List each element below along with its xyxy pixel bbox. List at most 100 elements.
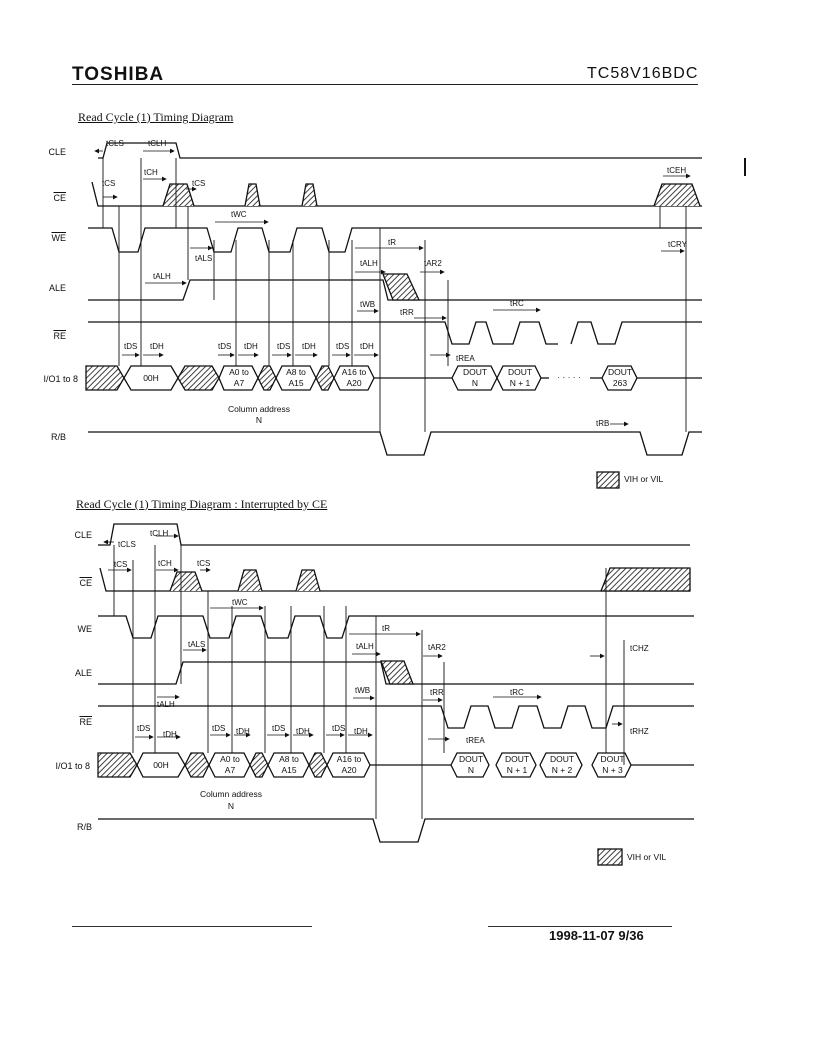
d1-label-twb: tWB (360, 300, 376, 309)
d1-label-tcls: tCLS (106, 139, 124, 148)
d1-label-tals: tALS (195, 254, 213, 263)
d1-label-tceh: tCEH (667, 166, 687, 175)
d1-cell-a0: A0 to (229, 367, 249, 377)
d1-cell-a15: A15 (288, 378, 304, 388)
d2-cell-dout-n-label: DOUT (458, 754, 484, 764)
d2-ale-hatch (380, 660, 414, 685)
d2-cell-dout-n3-label: DOUT (600, 754, 625, 764)
d1-cell-dout-263-index: 263 (612, 378, 628, 388)
d2-ce-hatch-end (600, 567, 691, 592)
footer-date-page: 1998-11-07 9/36 (549, 928, 644, 943)
d1-io-hatch-2 (177, 365, 220, 391)
d2-cell-a15: A15 (281, 765, 297, 775)
d1-label-tcry: tCRY (668, 240, 687, 249)
d2-label-tds-1: tDS (137, 724, 151, 733)
d1-legend-label: VIH or VIL (624, 474, 664, 484)
d1-re-waveform-tail (570, 321, 702, 345)
diagram2-title: Read Cycle (1) Timing Diagram : Interrup… (76, 497, 328, 511)
d1-io-hatch-3 (257, 365, 277, 391)
d1-label-tds-3: tDS (277, 342, 291, 351)
d2-label-tcs-a: tCS (114, 560, 128, 569)
d2-we-waveform (98, 615, 694, 639)
d2-cell-dout-n1-label: DOUT (504, 754, 530, 764)
d1-label-tar2: tAR2 (424, 259, 442, 268)
d1-ce-waveform (91, 181, 702, 207)
d2-signal-rb: R/B (76, 822, 92, 832)
d2-label-tr: tR (382, 624, 390, 633)
d1-signal-io: I/O1 to 8 (43, 374, 78, 384)
d2-label-twc: tWC (232, 598, 248, 607)
brand-logo: TOSHIBA (72, 64, 165, 85)
d2-label-tals: tALS (188, 640, 206, 649)
d1-cell-dout-n-label: DOUT (462, 367, 488, 377)
d2-label-tds-2: tDS (212, 724, 226, 733)
footer-rule-left (72, 926, 312, 927)
d1-rb-waveform (88, 431, 702, 456)
header-rule (72, 84, 698, 85)
d2-label-tds-3: tDS (272, 724, 286, 733)
d2-cell-a8: A8 to (279, 754, 299, 764)
d2-signal-io: I/O1 to 8 (55, 761, 90, 771)
d1-cell-cmd: 00H (143, 373, 159, 383)
d1-label-trc: tRC (510, 299, 524, 308)
d2-signal-re: RE (79, 717, 92, 727)
d1-label-tds-2: tDS (218, 342, 232, 351)
d1-label-trea: tREA (456, 354, 475, 363)
d2-ale-waveform (98, 661, 694, 685)
d1-signal-ale: ALE (48, 283, 66, 293)
d2-cell-dout-n-index: N (467, 765, 475, 775)
part-number: TC58V16BDC (587, 65, 699, 82)
d1-column-n: N (255, 415, 263, 425)
d1-signal-re: RE (53, 331, 66, 341)
d1-ce-pulse-1 (244, 183, 261, 207)
d1-label-tdh-2: tDH (244, 342, 258, 351)
d2-label-tcs: tCS (197, 559, 211, 568)
d2-io-cell-dout-n1 (495, 752, 537, 778)
d2-legend-swatch (597, 848, 623, 866)
d1-label-tcs-a: tCS (102, 179, 116, 188)
d2-label-twb: tWB (355, 686, 371, 695)
d1-label-tdh-3: tDH (302, 342, 316, 351)
d2-label-tdh-4: tDH (354, 727, 368, 736)
d2-rb-waveform (98, 818, 694, 843)
d1-label-talh: tALH (153, 272, 171, 281)
d1-legend-swatch (596, 471, 620, 489)
d2-label-tdh-3: tDH (296, 727, 310, 736)
d2-label-trr: tRR (430, 688, 444, 697)
d2-cle-waveform (98, 523, 690, 546)
d2-label-trea: tREA (466, 736, 485, 745)
d2-cell-a0: A0 to (220, 754, 240, 764)
d1-label-tdh-1: tDH (150, 342, 164, 351)
d2-io-lead-hatch (97, 752, 138, 778)
d2-ce-pulse-1 (169, 571, 203, 592)
d1-column-address: Column address (228, 404, 290, 414)
d2-label-tclh: tCLH (150, 529, 169, 538)
d2-ce-pulse-3 (295, 569, 321, 592)
d2-cell-a7: A7 (224, 765, 236, 775)
d1-cell-dots: · · · · · (557, 372, 581, 382)
d1-re-waveform (88, 321, 558, 345)
d1-label-tdh-4: tDH (360, 342, 374, 351)
d2-ce-pulse-2 (237, 569, 263, 592)
d1-cell-a20: A20 (346, 378, 362, 388)
d1-label-trb: tRB (596, 419, 610, 428)
d1-signal-ce: CE (53, 193, 66, 203)
d1-ce-pulse-3 (162, 183, 195, 207)
d2-label-talh2: tALH (356, 642, 374, 651)
d1-label-tds-1: tDS (124, 342, 138, 351)
revision-bar (744, 158, 746, 176)
d1-label-trr: tRR (400, 308, 414, 317)
d1-label-talh2: tALH (360, 259, 378, 268)
d1-ale-waveform (88, 279, 702, 301)
d2-legend-label: VIH or VIL (627, 852, 667, 862)
d1-we-waveform (88, 227, 702, 253)
d2-io-hatch-3 (249, 752, 269, 778)
diagram1-title: Read Cycle (1) Timing Diagram (78, 110, 234, 124)
d2-io-hatch-4 (308, 752, 328, 778)
footer-rule-right (488, 926, 672, 927)
d2-label-tds-4: tDS (332, 724, 346, 733)
d1-label-tclh: tCLH (148, 139, 167, 148)
d2-re-waveform (98, 705, 694, 729)
d2-cell-dout-n2-label: DOUT (549, 754, 575, 764)
d1-cell-dout-n1-index: N + 1 (509, 378, 531, 388)
